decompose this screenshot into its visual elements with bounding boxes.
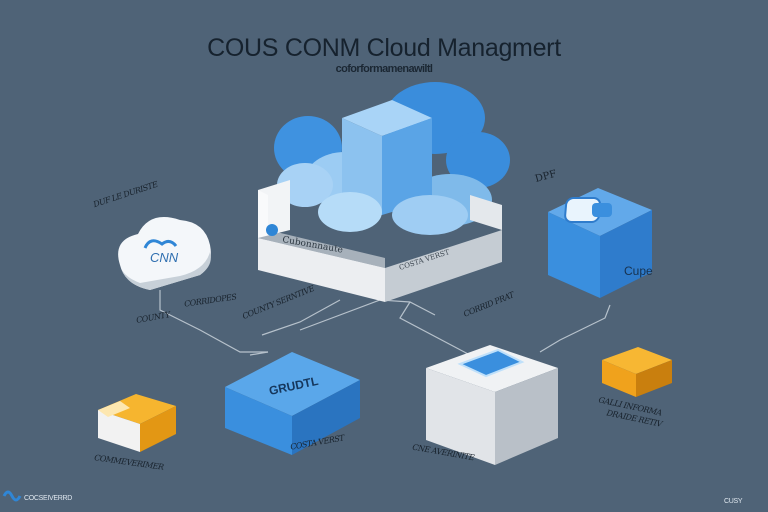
left-orange-box[interactable]	[98, 394, 176, 452]
right-orange-box[interactable]	[602, 347, 672, 397]
bottom-blue-slab[interactable]	[225, 352, 360, 455]
left-cloud-node[interactable]	[118, 217, 211, 290]
right-box-label: Cupe	[624, 264, 653, 278]
central-hub[interactable]	[258, 82, 510, 302]
footer-logo	[2, 490, 22, 502]
right-box-badge: DPF	[534, 169, 558, 185]
left-cloud-label: CNN	[150, 250, 179, 265]
connector-lines	[159, 290, 611, 356]
footer-right-text: CUSY	[724, 498, 743, 505]
footer-left-text: COCSEIVERRD	[24, 495, 73, 502]
bottom-grey-cube[interactable]	[426, 345, 558, 465]
page-subtitle: coforformamenawiltl	[335, 63, 433, 75]
page-title: COUS CONM Cloud Managmert	[207, 34, 561, 62]
right-blue-cube[interactable]	[548, 188, 652, 298]
